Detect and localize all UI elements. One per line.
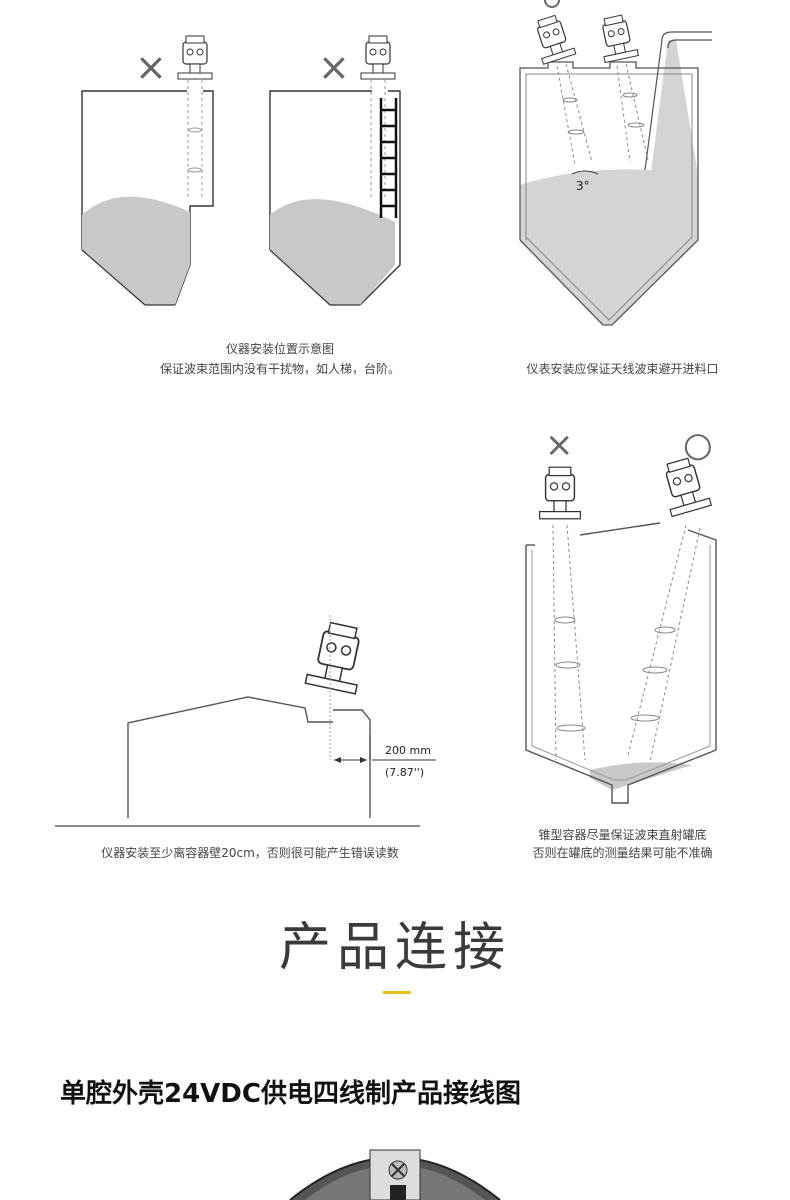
caption-fig4-line1: 锥型容器尽量保证波束直射罐底: [538, 828, 707, 842]
silo-2: [519, 12, 712, 326]
wiring-title: 单腔外壳24VDC供电四线制产品接线图: [60, 1079, 521, 1109]
dimension-inch: (7.87''): [385, 766, 425, 779]
dimension-mm: 200 mm: [385, 744, 431, 757]
caption-fig1-line2: 保证波束范围内没有干扰物，如人梯，台阶。: [159, 362, 400, 376]
section-title: 产品连接: [278, 918, 511, 978]
tank-1b: [269, 35, 401, 306]
wrong-mark-4: ×: [545, 425, 574, 465]
tank-1a: [81, 35, 214, 306]
caption-fig3: 仪器安装至少离容器壁20cm，否则很可能产生错误读数: [101, 846, 399, 860]
wiring-housing: [289, 1149, 501, 1200]
ladder: [379, 98, 398, 218]
caption-fig1-line1: 仪器安装位置示意图: [225, 342, 334, 356]
right-mark-4: ○: [683, 425, 713, 465]
wrong-mark-1b: ×: [318, 45, 350, 89]
silo-4: [525, 454, 717, 804]
angle-label: 3°: [576, 179, 590, 193]
caption-fig2: 仪表安装应保证天线波束避开进料口: [526, 362, 719, 376]
tank-3: [55, 615, 436, 827]
wrong-mark-1a: ×: [135, 45, 167, 89]
section-accent-bar: [383, 991, 411, 994]
right-mark-partial: [544, 0, 560, 8]
caption-fig4-line2: 否则在罐底的测量结果可能不准确: [532, 846, 713, 860]
